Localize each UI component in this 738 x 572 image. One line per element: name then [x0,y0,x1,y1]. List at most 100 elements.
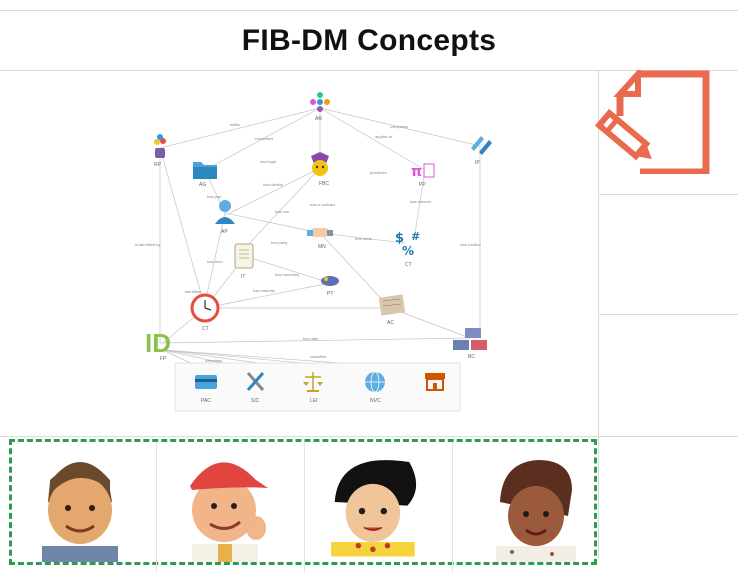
persona-divider [156,442,157,572]
edge-label: has part [207,194,222,199]
node-label: IT [241,274,245,280]
svg-text:$: $ [395,231,404,246]
edge-label: has identity [263,182,283,187]
diagram-edge [319,107,426,171]
bundle-icon [321,276,339,286]
concept-diagram: fulfills comprises applies to comprises … [135,88,505,420]
edge-label: comprises [255,136,273,141]
svg-text:π: π [411,164,422,180]
edge-label: classifies [310,354,326,359]
node-label: CT [202,326,209,332]
node-label: AG [199,182,206,188]
edge-label: has term [207,259,223,264]
edge-label: has amount [410,199,432,204]
persona-avatar[interactable] [28,442,128,562]
globe-icon [365,371,385,393]
node-label: BC [468,354,475,360]
edge-label: has party [271,240,287,245]
edge-label: has a contract [310,202,336,207]
node-label: FP [160,356,167,362]
document-photo-icon [378,294,406,316]
edit-document-icon[interactable] [592,70,714,174]
concept-diagram-canvas: fulfills comprises applies to comprises … [135,92,492,412]
node-label: AR [315,116,322,122]
node-label: FBC [319,181,329,187]
edge-label: has maturity [253,288,275,293]
edge-label: fulfills [230,122,240,127]
table-top-border [0,10,738,11]
node-label: AP [221,229,228,235]
diagram-edge [244,255,331,284]
edge-label: has legal [260,159,276,164]
scales-icon [303,372,323,392]
node-label: MN [318,244,326,250]
edge-label: comprises [390,124,408,129]
table-row-border [598,194,738,195]
diagram-edge [229,167,321,214]
edge-label: is identified by [135,242,160,247]
edge-label: identifies [185,289,201,294]
node-label: PP [419,182,426,188]
edge-label: has date [303,336,319,341]
diagram-edge [204,107,321,171]
theater-mask-icon [311,152,329,176]
currency-symbols-icon: $ # % [395,230,420,258]
node-ar-icon [310,92,330,112]
folder-icon [193,162,217,179]
persona-divider [304,442,305,572]
node-label: SIC [251,398,260,404]
table-row-border [598,314,738,315]
storefront-icon [425,373,445,391]
svg-text:%: % [402,244,414,258]
persona-divider [452,442,453,572]
table-column-border [598,70,599,559]
persona-selection-box [9,439,597,572]
edge-label: has issue [355,236,373,241]
diagram-edge [244,167,321,249]
edge-label: has monetary [275,272,299,277]
diagram-edge [319,232,391,309]
diagram-edge [159,147,206,309]
scroll-contract-icon [234,243,254,269]
edge-label: publishes [370,170,387,175]
persona-avatar[interactable] [482,442,582,562]
diagram-edge [159,337,471,344]
node-label: PT [327,291,333,297]
credit-card-icon [195,375,217,389]
edge-labels: fulfills comprises applies to comprises … [135,122,482,363]
handshake-icon [307,228,333,237]
node-label: NVC [370,398,381,404]
svg-text:#: # [411,230,420,243]
diagram-edge [204,212,226,304]
person-icon [215,200,235,224]
diagram-edge [319,107,481,147]
flower-vase-icon [154,134,166,158]
diagram-edge [204,282,331,309]
payment-cards-icon [453,328,487,350]
edge-label: describes [205,358,222,363]
edge-label: applies to [375,134,393,139]
tools-icon [246,372,265,391]
clock-icon [190,293,220,323]
node-label: CT [405,262,412,268]
id-badge: ID [145,328,171,358]
persona-avatar[interactable] [174,442,274,562]
diagram-edge [389,307,471,339]
diagram-edge [224,212,321,234]
persona-avatar[interactable] [322,442,422,562]
scheme-group-box [174,362,461,412]
node-label: LEI [310,398,318,404]
edge-label: has creditor [460,242,482,247]
edge-label: has role [275,209,290,214]
table-row-border [0,436,738,437]
node-label: IP [475,160,480,166]
node-label: AC [387,320,394,326]
diagram-edge [319,232,406,244]
diagram-edge [414,169,426,234]
table-title-border [0,70,738,71]
node-label: PAC [201,398,211,404]
page-title: FIB-DM Concepts [241,24,497,57]
node-label: RP [154,162,162,168]
exchange-arrows-icon [471,136,492,155]
diagram-edge [159,107,321,149]
